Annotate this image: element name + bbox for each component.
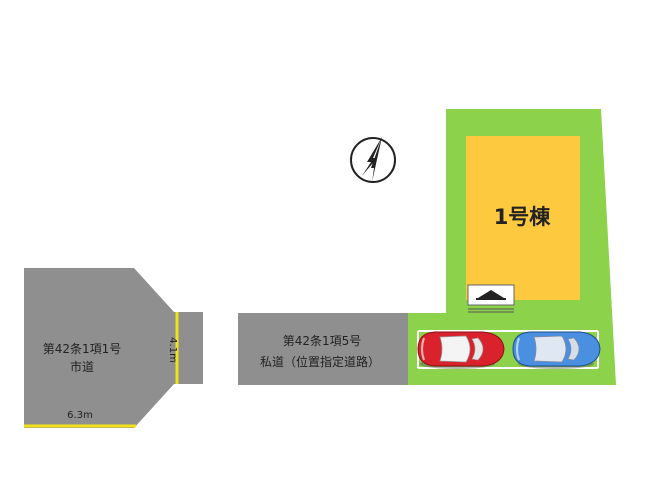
car-icon (512, 331, 601, 369)
car-icon (417, 331, 505, 369)
city-road-area (24, 268, 203, 428)
private-road-label-line1: 第42条1項5号 (283, 334, 362, 348)
city-road-label-line2: 市道 (70, 359, 94, 374)
road-length-label: 6.3m (67, 410, 93, 421)
city-road-label-line1: 第42条1項1号 (43, 342, 122, 356)
building-label: 1号棟 (494, 205, 552, 229)
entrance-arrow-icon (467, 284, 515, 313)
north-arrow-icon (350, 137, 396, 183)
private-road-area (238, 313, 410, 385)
building-footprint (466, 136, 580, 300)
road-width-label: 4.1m (167, 337, 178, 363)
private-road-label-line2: 私道（位置指定道路） (260, 354, 380, 369)
